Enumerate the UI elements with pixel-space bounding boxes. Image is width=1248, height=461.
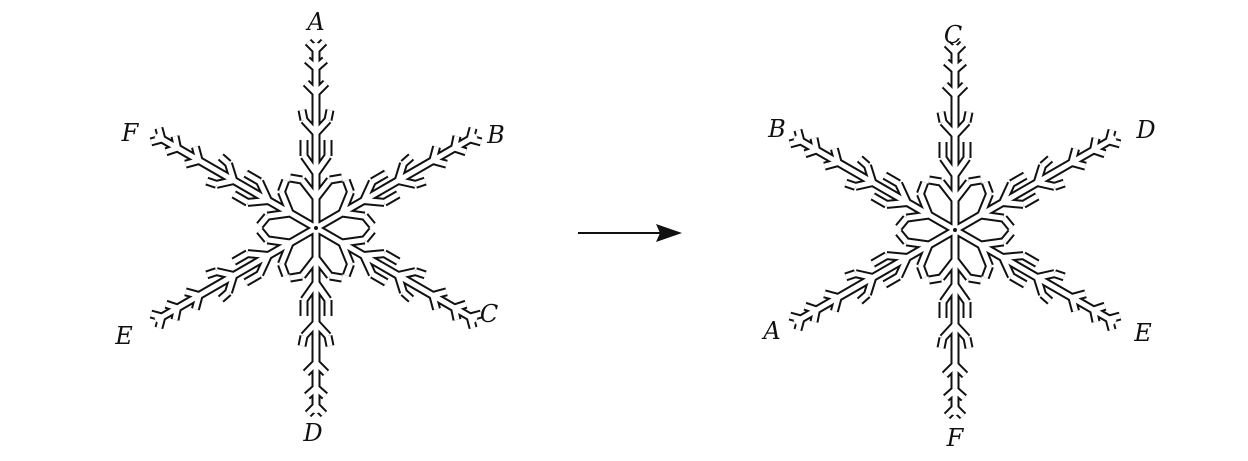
- label-before-upper-left: F: [121, 119, 140, 147]
- label-before-upper-right: B: [486, 121, 505, 149]
- label-before-lower-left: E: [114, 322, 133, 350]
- snowflake-after: [781, 44, 1129, 416]
- label-before-bottom: D: [302, 419, 322, 447]
- label-after-lower-left: A: [761, 317, 780, 345]
- label-after-lower-right: E: [1133, 319, 1152, 347]
- label-after-bottom: F: [946, 424, 965, 452]
- snowflake-before: [142, 42, 490, 414]
- label-after-upper-right: D: [1135, 116, 1155, 144]
- label-before-top: A: [305, 8, 324, 36]
- label-after-upper-left: B: [767, 115, 786, 143]
- label-after-top: C: [944, 21, 962, 49]
- label-before-lower-right: C: [480, 300, 498, 328]
- arrow: [578, 224, 682, 242]
